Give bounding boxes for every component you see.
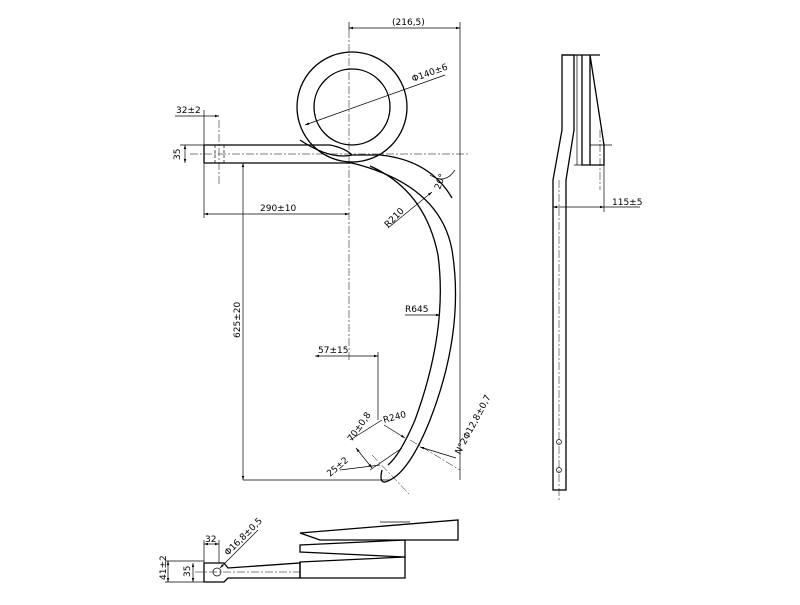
dim-tip-width: 70±0,8 (346, 410, 373, 443)
tip-hole-axis (371, 454, 411, 496)
dim-coil-diameter: Φ140±6 (411, 62, 450, 84)
dim-r210-leader (387, 191, 433, 229)
dim-bottom-hole-leader (219, 529, 259, 569)
dim-tip-length: 25±2 (326, 456, 351, 480)
dim-bottom-hole: Φ16,8±0,5 (223, 516, 265, 558)
bottom-bar-3 (299, 556, 406, 579)
dim-radius-3: R240 (382, 410, 407, 426)
coil-outer (296, 51, 408, 163)
side-view: 115±5 (552, 54, 642, 500)
side-hole-2 (556, 467, 562, 473)
dim-bar-thickness: 35 (173, 149, 183, 160)
front-view: (216,5) Φ140±6 32±2 35 290±10 R210 20° R… (173, 18, 494, 496)
dim-tip-ext-1 (349, 419, 383, 441)
dim-radius-1: R210 (383, 206, 407, 230)
bottom-bar-1 (299, 519, 459, 541)
dim-lower-offset: 57±15 (318, 346, 348, 356)
dim-coil-leader (304, 74, 446, 126)
dim-bottom-height: 41±2 (159, 555, 169, 580)
dim-side-width: 115±5 (612, 198, 642, 208)
dim-overall-width: (216,5) (392, 18, 425, 28)
side-outline-right (581, 54, 605, 166)
dim-holes-leader (419, 446, 457, 459)
dim-tip-length-leader (339, 464, 381, 471)
dim-tip-ext-2 (369, 447, 403, 471)
side-hole-1 (556, 439, 562, 445)
bottom-bar-2 (299, 539, 406, 558)
coil-tail (299, 139, 453, 199)
tine-inner (369, 165, 441, 466)
tip-axis (409, 439, 461, 471)
bottom-view: 32 Φ16,8±0,5 41±2 35 (159, 516, 459, 583)
bottom-tab (203, 562, 301, 583)
dim-bottom-thickness: 35 (183, 566, 193, 577)
dim-height: 625±20 (233, 302, 243, 338)
arm-bar (204, 144, 353, 164)
side-outline-left (552, 54, 575, 491)
dim-tip-line (355, 447, 373, 469)
coil-inner (313, 68, 391, 146)
dim-radius-2: R645 (405, 305, 428, 315)
dim-tab-width: 32±2 (176, 106, 201, 116)
dim-r240-leader (383, 424, 406, 439)
dim-bottom-tab: 32 (205, 535, 216, 545)
dim-angle-arc (429, 169, 456, 180)
tine-outer (351, 162, 457, 483)
dim-horizontal-offset: 290±10 (260, 204, 296, 214)
